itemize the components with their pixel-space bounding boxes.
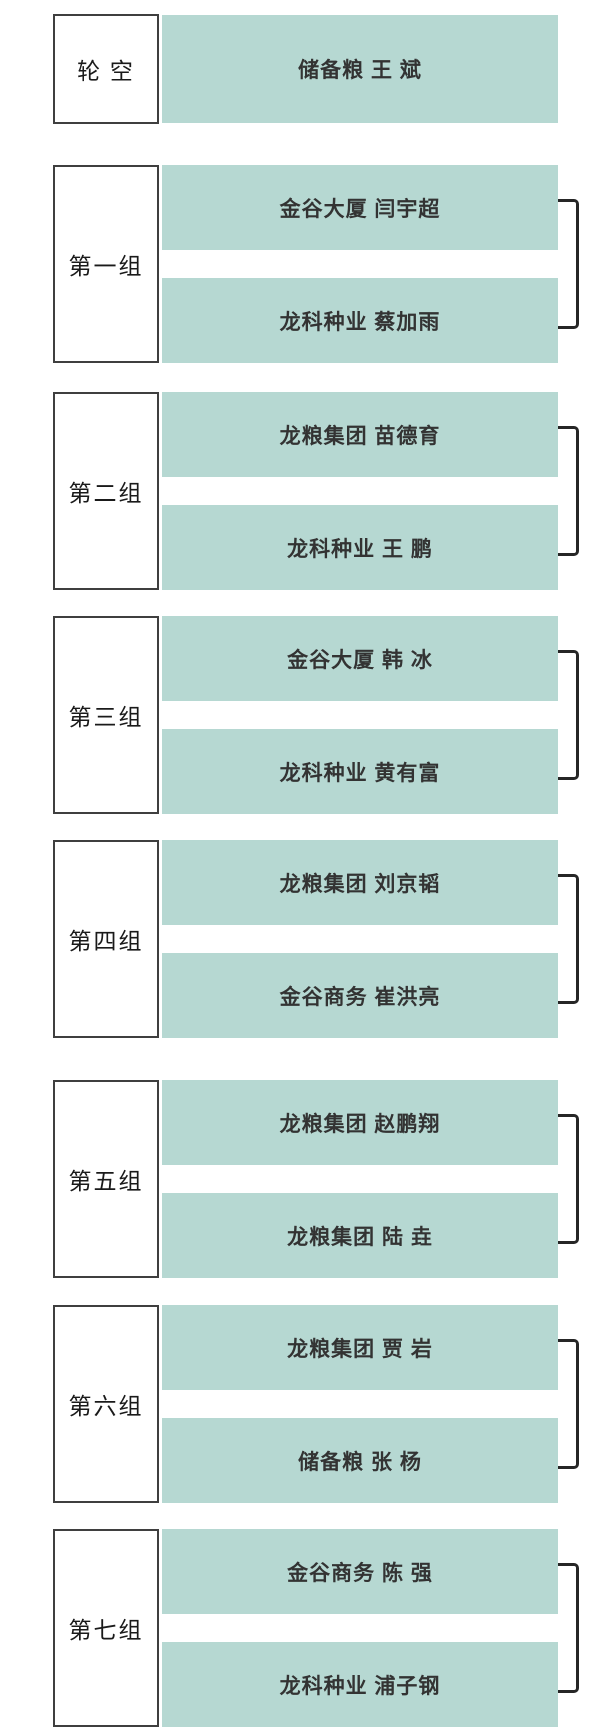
group-1-pair-bracket xyxy=(558,199,579,329)
group-6-top-entry-bar: 龙粮集团 贾 岩 xyxy=(162,1305,558,1390)
group-6-pair-bracket xyxy=(558,1339,579,1469)
group-4-label: 第四组 xyxy=(68,929,144,954)
group-7-pair-bracket xyxy=(558,1563,579,1693)
group-block-4: 第四组 龙粮集团 刘京韬 金谷商务 崔洪亮 xyxy=(0,840,600,1038)
group-7-top-entry-text: 金谷商务 陈 强 xyxy=(287,1561,433,1585)
group-4-bottom-entry-bar: 金谷商务 崔洪亮 xyxy=(162,953,558,1038)
group-block-6: 第六组 龙粮集团 贾 岩 储备粮 张 杨 xyxy=(0,1305,600,1503)
bye-label-box: 轮 空 xyxy=(53,14,159,124)
group-4-pair-bracket xyxy=(558,874,579,1004)
bye-label: 轮 空 xyxy=(77,59,135,84)
group-1-bottom-entry-text: 龙科种业 蔡加雨 xyxy=(279,310,441,334)
group-3-top-entry-text: 金谷大厦 韩 冰 xyxy=(287,648,433,672)
group-3-label: 第三组 xyxy=(68,705,144,730)
group-3-label-box: 第三组 xyxy=(53,616,159,814)
group-2-bottom-entry-text: 龙科种业 王 鹏 xyxy=(287,537,433,561)
group-3-pair-bracket xyxy=(558,650,579,780)
group-7-label-box: 第七组 xyxy=(53,1529,159,1727)
group-5-label: 第五组 xyxy=(68,1169,144,1194)
group-7-bottom-entry-text: 龙科种业 浦子钢 xyxy=(279,1674,441,1698)
group-3-top-entry-bar: 金谷大厦 韩 冰 xyxy=(162,616,558,701)
group-7-bottom-entry-bar: 龙科种业 浦子钢 xyxy=(162,1642,558,1727)
group-1-top-entry-bar: 金谷大厦 闫宇超 xyxy=(162,165,558,250)
group-6-bottom-entry-text: 储备粮 张 杨 xyxy=(298,1450,422,1474)
group-2-pair-bracket xyxy=(558,426,579,556)
bye-entry-text: 储备粮 王 斌 xyxy=(298,59,422,82)
group-2-label-box: 第二组 xyxy=(53,392,159,590)
group-2-bottom-entry-bar: 龙科种业 王 鹏 xyxy=(162,505,558,590)
group-6-label: 第六组 xyxy=(68,1394,144,1419)
group-block-7: 第七组 金谷商务 陈 强 龙科种业 浦子钢 xyxy=(0,1529,600,1727)
group-1-bottom-entry-bar: 龙科种业 蔡加雨 xyxy=(162,278,558,363)
group-block-2: 第二组 龙粮集团 苗德育 龙科种业 王 鹏 xyxy=(0,392,600,590)
group-4-label-box: 第四组 xyxy=(53,840,159,1038)
group-5-pair-bracket xyxy=(558,1114,579,1244)
group-1-top-entry-text: 金谷大厦 闫宇超 xyxy=(279,197,441,221)
group-5-label-box: 第五组 xyxy=(53,1080,159,1278)
group-5-bottom-entry-text: 龙粮集团 陆 垚 xyxy=(287,1225,433,1249)
group-2-top-entry-bar: 龙粮集团 苗德育 xyxy=(162,392,558,477)
group-5-top-entry-bar: 龙粮集团 赵鹏翔 xyxy=(162,1080,558,1165)
group-4-top-entry-text: 龙粮集团 刘京韬 xyxy=(279,872,441,896)
group-5-bottom-entry-bar: 龙粮集团 陆 垚 xyxy=(162,1193,558,1278)
group-1-label-box: 第一组 xyxy=(53,165,159,363)
group-3-bottom-entry-bar: 龙科种业 黄有富 xyxy=(162,729,558,814)
group-block-1: 第一组 金谷大厦 闫宇超 龙科种业 蔡加雨 xyxy=(0,165,600,363)
group-6-bottom-entry-bar: 储备粮 张 杨 xyxy=(162,1418,558,1503)
group-2-top-entry-text: 龙粮集团 苗德育 xyxy=(279,424,441,448)
group-4-bottom-entry-text: 金谷商务 崔洪亮 xyxy=(279,985,441,1009)
group-block-3: 第三组 金谷大厦 韩 冰 龙科种业 黄有富 xyxy=(0,616,600,814)
group-7-label: 第七组 xyxy=(68,1618,144,1643)
group-5-top-entry-text: 龙粮集团 赵鹏翔 xyxy=(279,1112,441,1136)
group-7-top-entry-bar: 金谷商务 陈 强 xyxy=(162,1529,558,1614)
group-4-top-entry-bar: 龙粮集团 刘京韬 xyxy=(162,840,558,925)
bye-entry-bar: 储备粮 王 斌 xyxy=(162,15,558,123)
group-3-bottom-entry-text: 龙科种业 黄有富 xyxy=(279,761,441,785)
group-2-label: 第二组 xyxy=(68,481,144,506)
group-1-label: 第一组 xyxy=(68,254,144,279)
group-block-5: 第五组 龙粮集团 赵鹏翔 龙粮集团 陆 垚 xyxy=(0,1080,600,1278)
group-6-label-box: 第六组 xyxy=(53,1305,159,1503)
group-6-top-entry-text: 龙粮集团 贾 岩 xyxy=(287,1337,433,1361)
